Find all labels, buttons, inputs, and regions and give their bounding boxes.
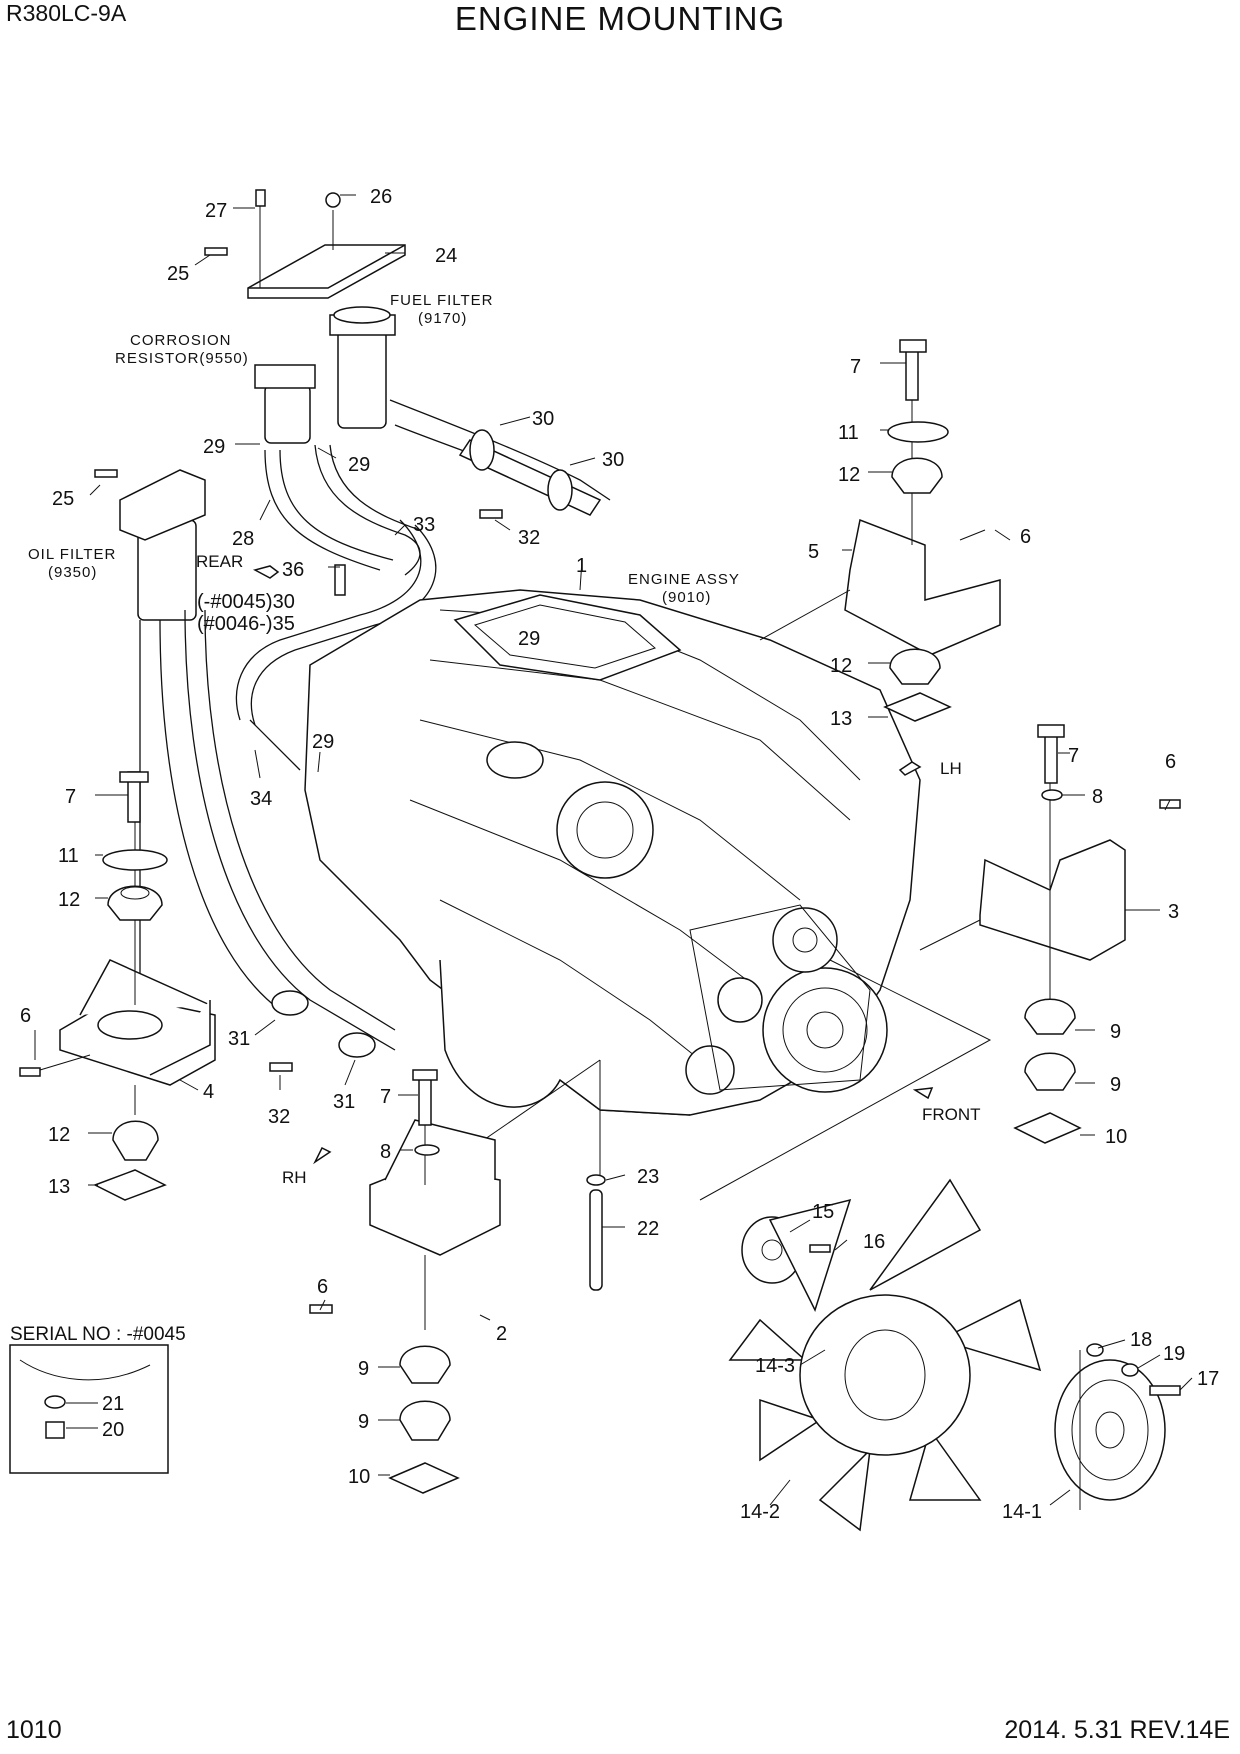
callout: 20 xyxy=(102,1419,124,1441)
callout: 30 xyxy=(602,449,624,471)
callout: 12 xyxy=(838,464,860,486)
callout: 7 xyxy=(1068,745,1079,767)
callout: 27 xyxy=(205,200,227,222)
callout: 11 xyxy=(838,422,859,444)
callout: 24 xyxy=(435,245,457,267)
callout: 7 xyxy=(65,786,76,808)
callout: 31 xyxy=(228,1028,250,1050)
revision-date: 2014. 5.31 REV.14E xyxy=(1004,1716,1230,1744)
callout: 33 xyxy=(413,514,435,536)
callout: 8 xyxy=(380,1141,391,1163)
label-front: FRONT xyxy=(922,1105,981,1124)
label-corrosion-resistor-1: CORROSION xyxy=(130,332,232,349)
callout: 21 xyxy=(102,1393,124,1415)
drawing-lines xyxy=(9,189,1193,1532)
label-serial-no: SERIAL NO : -#0045 xyxy=(10,1324,186,1345)
callout: 4 xyxy=(203,1081,214,1103)
callout: 6 xyxy=(1165,751,1176,773)
callout: 11 xyxy=(58,845,79,867)
label-fuel-filter-code: (9170) xyxy=(418,310,467,327)
callout-numbers: 27 26 25 24 30 30 29 29 32 28 33 25 36 1… xyxy=(20,186,1219,1523)
callout: 10 xyxy=(1105,1126,1127,1148)
label-serial-30: (-#0045)30 xyxy=(197,591,295,613)
callout: 12 xyxy=(830,655,852,677)
label-oil-filter: OIL FILTER xyxy=(28,546,116,563)
callout: 6 xyxy=(1020,526,1031,548)
callout: 9 xyxy=(1110,1021,1121,1043)
callout: 13 xyxy=(830,708,852,730)
callout: 6 xyxy=(20,1005,31,1027)
label-serial-35: (#0046-)35 xyxy=(197,613,295,635)
callout: 2 xyxy=(496,1323,507,1345)
model-number: R380LC-9A xyxy=(6,0,127,26)
callout: 30 xyxy=(532,408,554,430)
callout: 9 xyxy=(1110,1074,1121,1096)
callout: 32 xyxy=(268,1106,290,1128)
callout: 29 xyxy=(203,436,225,458)
label-rh: RH xyxy=(282,1168,307,1187)
callout: 25 xyxy=(52,488,74,510)
label-fuel-filter: FUEL FILTER xyxy=(390,292,494,309)
callout: 6 xyxy=(317,1276,328,1298)
callout: 32 xyxy=(518,527,540,549)
label-lh: LH xyxy=(940,759,962,778)
callout: 22 xyxy=(637,1218,659,1240)
callout: 34 xyxy=(250,788,272,810)
callout: 29 xyxy=(312,731,334,753)
callout: 13 xyxy=(48,1176,70,1198)
label-corrosion-resistor-2: RESISTOR(9550) xyxy=(115,350,249,367)
annotation-labels: FUEL FILTER (9170) CORROSION RESISTOR(95… xyxy=(10,292,981,1345)
page-number: 1010 xyxy=(6,1716,62,1744)
callout: 23 xyxy=(637,1166,659,1188)
label-oil-filter-code: (9350) xyxy=(48,564,97,581)
callout: 9 xyxy=(358,1411,369,1433)
callout: 17 xyxy=(1197,1368,1219,1390)
label-rear: REAR xyxy=(196,552,243,571)
callout: 12 xyxy=(48,1124,70,1146)
callout: 19 xyxy=(1163,1343,1185,1365)
callout: 8 xyxy=(1092,786,1103,808)
callout: 7 xyxy=(380,1086,391,1108)
callout: 14-2 xyxy=(740,1501,780,1523)
callout: 15 xyxy=(812,1201,834,1223)
callout: 16 xyxy=(863,1231,885,1253)
callout: 10 xyxy=(348,1466,370,1488)
callout: 14-1 xyxy=(1002,1501,1042,1523)
callout: 14-3 xyxy=(755,1355,795,1377)
callout: 3 xyxy=(1168,901,1179,923)
callout: 18 xyxy=(1130,1329,1152,1351)
label-engine-assy: ENGINE ASSY xyxy=(628,571,740,588)
callout: 36 xyxy=(282,559,304,581)
callout: 7 xyxy=(850,356,861,378)
callout: 12 xyxy=(58,889,80,911)
callout: 29 xyxy=(348,454,370,476)
callout: 25 xyxy=(167,263,189,285)
page-title: ENGINE MOUNTING xyxy=(454,0,786,37)
callout: 5 xyxy=(808,541,819,563)
callout: 28 xyxy=(232,528,254,550)
callout: 9 xyxy=(358,1358,369,1380)
callout: 31 xyxy=(333,1091,355,1113)
callout: 26 xyxy=(370,186,392,208)
callout: 29 xyxy=(518,628,540,650)
callout: 1 xyxy=(576,555,587,577)
label-engine-assy-code: (9010) xyxy=(662,589,711,606)
